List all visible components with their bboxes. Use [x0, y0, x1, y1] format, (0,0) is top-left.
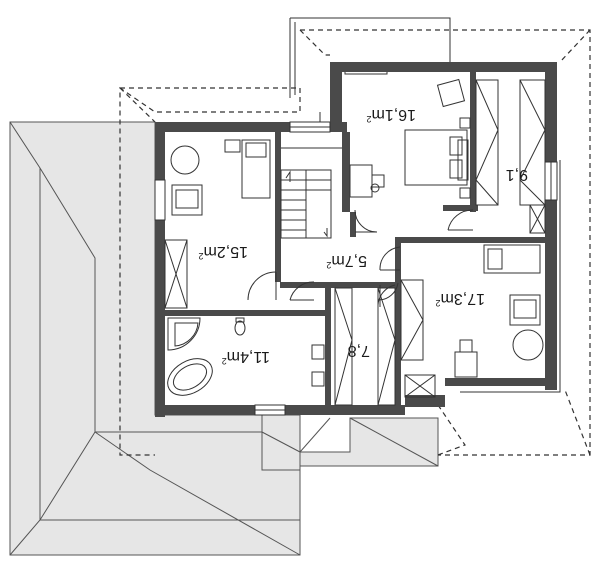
- furniture: [170, 78, 544, 378]
- roof-outline-dashed: [119, 29, 591, 456]
- room-labels: 16,1m2 9,1 15,2m2 5,7m2 17,3m2 11,4m2 7,…: [199, 106, 528, 366]
- label-bedroom-left: 15,2m2: [199, 243, 248, 261]
- label-closet: 7,8: [348, 342, 370, 359]
- walls: [155, 62, 557, 417]
- label-bedroom-right: 17,3m2: [436, 290, 485, 308]
- wardrobes: [164, 79, 546, 406]
- bathroom-fixtures: [167, 317, 325, 396]
- label-bathroom: 11,4m2: [222, 348, 270, 366]
- windows: [154, 121, 558, 416]
- stairs: [280, 147, 342, 239]
- label-hall: 5,7m2: [326, 252, 367, 270]
- label-bedroom-top: 16,1m2: [367, 106, 416, 124]
- doors: [247, 209, 474, 307]
- label-wardrobe-right: 9,1: [506, 166, 528, 183]
